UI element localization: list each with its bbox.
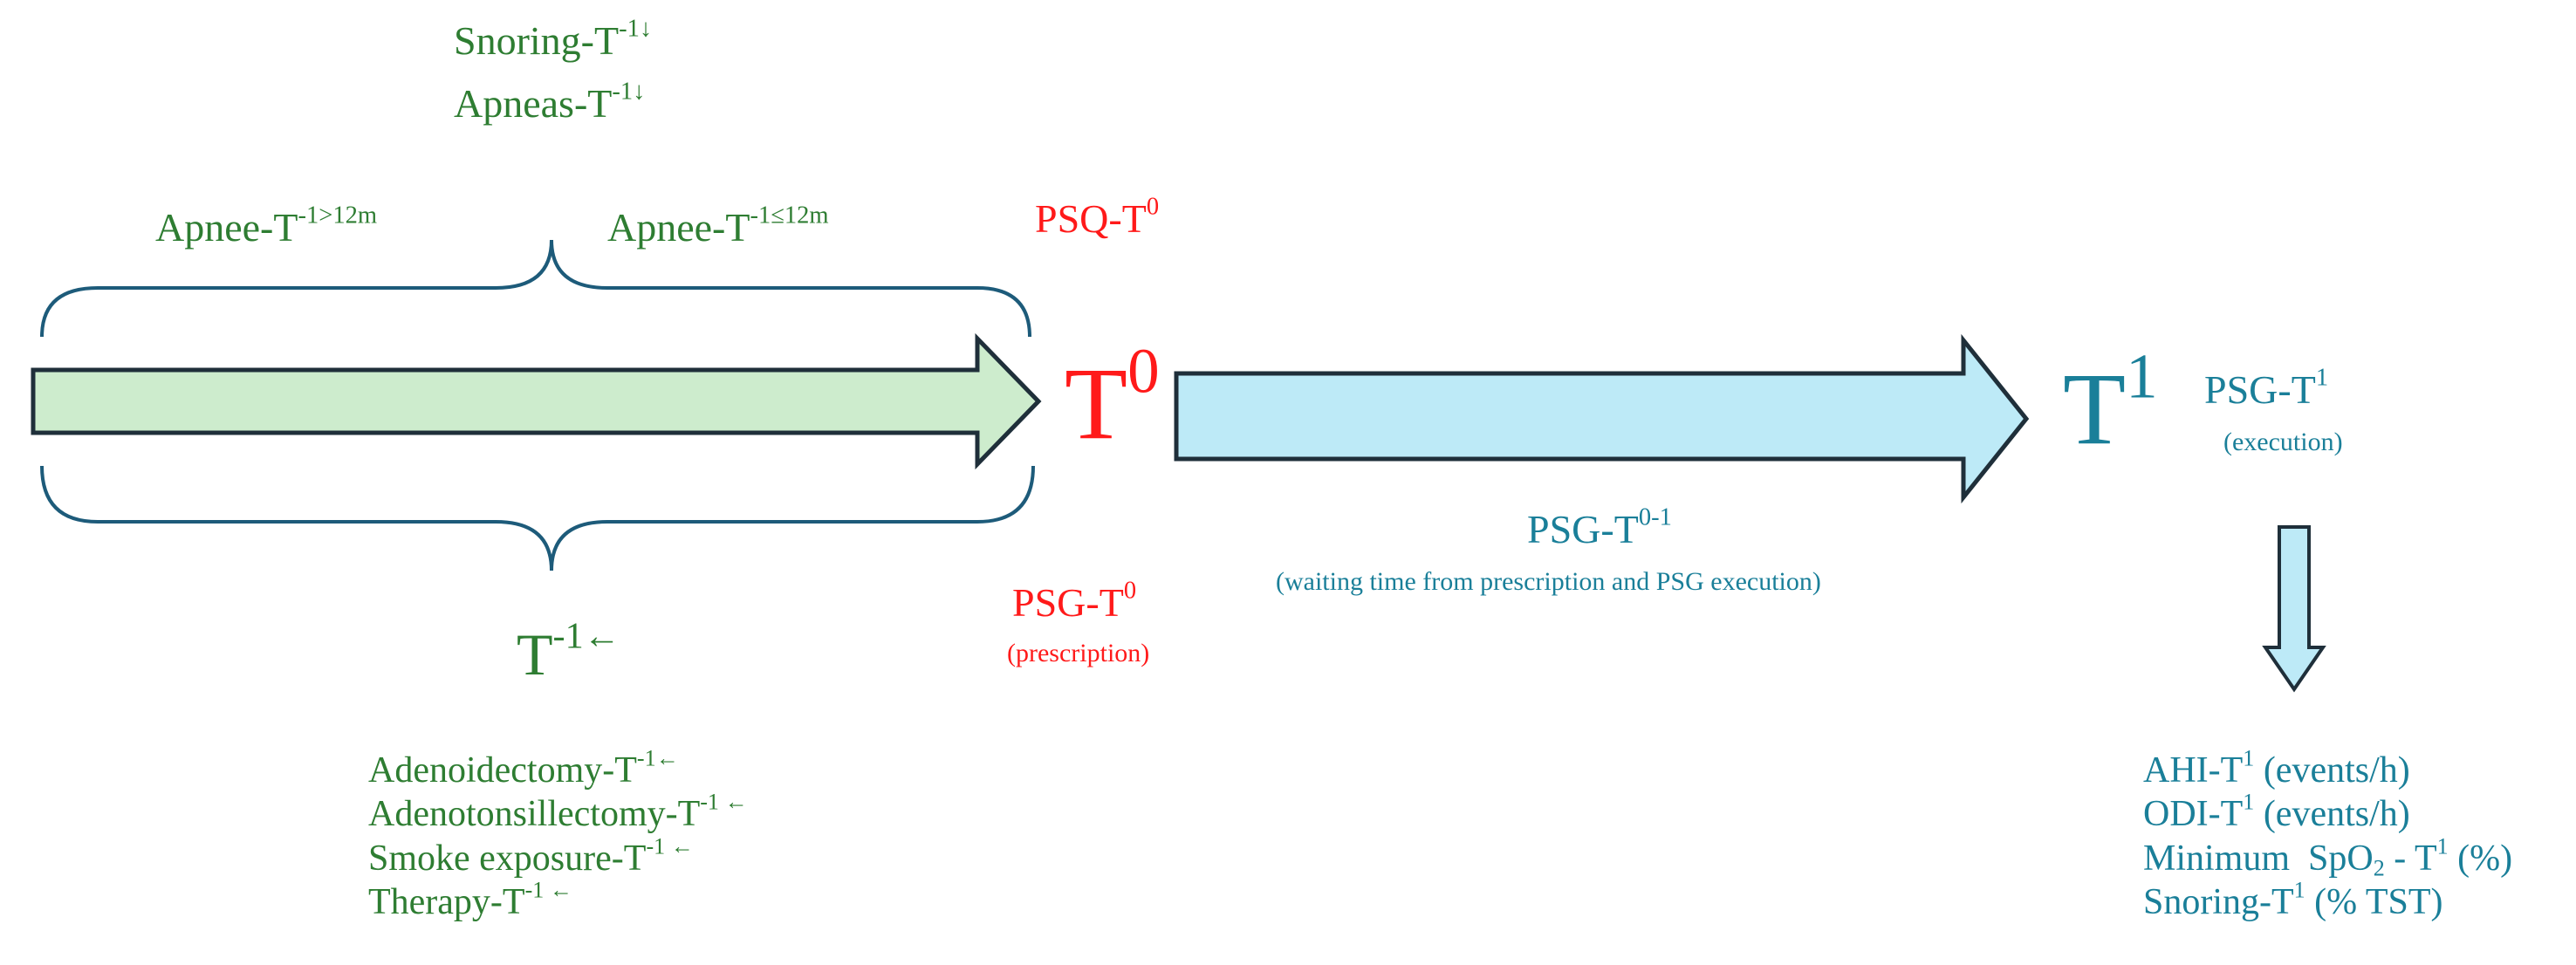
t1-label: T1 [2063,340,2158,466]
factor-therapy: Therapy-T-1 ← [368,877,572,923]
blue-arrow [1174,333,2030,504]
t0-label: T0 [1065,335,1160,461]
psg-t01-note: (waiting time from prescription and PSG … [1276,567,1821,596]
snoring-label: Snoring-T-1↓ [454,15,653,63]
t-minus-1-label: T-1← [517,615,620,688]
factor-smoke-exposure: Smoke exposure-T-1 ← [368,833,694,879]
factor-adenoidectomy: Adenoidectomy-T-1← [368,745,679,790]
top-brace [40,239,1031,338]
apneas-label: Apneas-T-1↓ [454,78,646,126]
outcome-list: AHI-T1 (events/h) ODI-T1 (events/h) Mini… [2143,745,2513,925]
factor-list: Adenoidectomy-T-1← Adenotonsillectomy-T-… [368,745,748,925]
psg-t0-label: PSG-T0 [1012,577,1137,625]
green-arrow [31,332,1042,470]
down-arrow [2262,525,2326,693]
factor-adenotonsillectomy: Adenotonsillectomy-T-1 ← [368,789,748,835]
outcome-odi: ODI-T1 (events/h) [2143,789,2410,835]
psg-t0-note: (prescription) [1007,639,1150,667]
bottom-brace [40,465,1035,571]
psg-t1-label: PSG-T1 [2204,364,2329,412]
apnee-over-12m-label: Apnee-T-1>12m [155,202,378,250]
psg-t01-label: PSG-T0-1 [1527,503,1672,551]
psg-t1-note: (execution) [2223,428,2343,456]
apnee-under-12m-label: Apnee-T-1≤12m [607,202,829,250]
psq-t0-label: PSQ-T0 [1035,193,1160,241]
outcome-snoring: Snoring-T1 (% TST) [2143,877,2443,923]
outcome-min-spo2: Minimum SpO2 - T1 (%) [2143,833,2513,881]
outcome-ahi: AHI-T1 (events/h) [2143,745,2410,790]
